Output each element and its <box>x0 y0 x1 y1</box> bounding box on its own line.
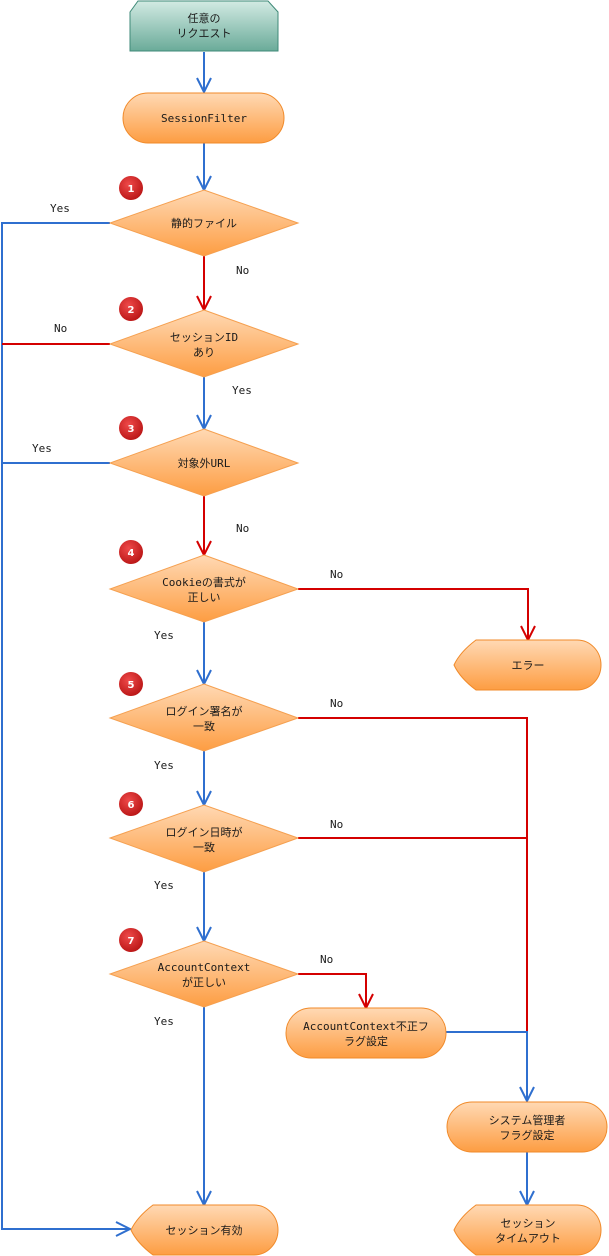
node-error: エラー <box>453 639 602 691</box>
label-d7-yes: Yes <box>154 1015 174 1028</box>
label-d1-yes: Yes <box>50 202 70 215</box>
step-badge-6-number: 6 <box>128 800 135 811</box>
label-d4-no: No <box>330 568 343 581</box>
step-badge-6 <box>119 792 143 816</box>
decision-1: 静的ファイル 1 <box>108 176 300 257</box>
node-account-context-flag: AccountContext不正フ ラグ設定 <box>285 1007 447 1059</box>
edge-d1-yes <box>1 222 130 1230</box>
node-session-valid: セッション有効 <box>130 1204 279 1256</box>
label-d6-yes: Yes <box>154 879 174 892</box>
decision-4-line-2: 正しい <box>188 591 221 604</box>
label-d2-no: No <box>54 322 67 335</box>
node-admin-flag: システム管理者 フラグ設定 <box>446 1101 608 1153</box>
decision-1-label: 静的ファイル <box>171 216 237 230</box>
node-session-valid-label: セッション有効 <box>166 1223 243 1237</box>
decision-6-line-2: 一致 <box>193 840 215 854</box>
node-admin-flag-line-2: フラグ設定 <box>500 1128 555 1142</box>
node-session-filter-label: SessionFilter <box>161 112 247 125</box>
node-account-context-flag-line-1: AccountContext不正フ <box>303 1020 429 1033</box>
decision-4-line-1: Cookieの書式が <box>162 575 246 589</box>
step-badge-7 <box>119 928 143 952</box>
decision-6-line-1: ログイン日時が <box>166 825 243 839</box>
step-badge-1-number: 1 <box>128 184 135 195</box>
node-start: 任意の リクエスト <box>129 0 279 52</box>
node-session-filter: SessionFilter <box>122 92 285 144</box>
decision-7-line-1: AccountContext <box>158 961 251 974</box>
decision-3: 対象外URL 3 <box>108 416 300 497</box>
edge-acflag-to-admin <box>446 1031 528 1101</box>
decision-3-label: 対象外URL <box>178 456 231 470</box>
step-badge-4 <box>119 540 143 564</box>
step-badge-1 <box>119 176 143 200</box>
decision-2: セッションID あり 2 <box>108 297 300 378</box>
step-badge-3 <box>119 416 143 440</box>
decision-6: ログイン日時が 一致 6 <box>108 792 300 873</box>
arrowhead <box>519 1086 535 1104</box>
node-session-timeout-line-2: タイムアウト <box>495 1232 561 1245</box>
decision-7-line-2: が正しい <box>182 975 226 989</box>
decision-2-line-1: セッションID <box>170 331 238 344</box>
label-d4-yes: Yes <box>154 629 174 642</box>
step-badge-5-number: 5 <box>128 680 135 691</box>
edge-d4-no <box>298 588 529 640</box>
step-badge-7-number: 7 <box>128 936 135 947</box>
arrowhead <box>115 1221 133 1237</box>
node-admin-flag-line-1: システム管理者 <box>489 1113 566 1127</box>
node-session-timeout: セッション タイムアウト <box>453 1204 602 1256</box>
edge-d5-no <box>298 717 528 1032</box>
step-badge-5 <box>119 672 143 696</box>
edge-d7-no <box>298 973 367 1008</box>
decision-7: AccountContext が正しい 7 <box>108 928 300 1008</box>
decision-4: Cookieの書式が 正しい 4 <box>108 540 300 623</box>
edge-labels: Yes No No Yes Yes No No Yes No Yes No Ye… <box>32 202 343 1028</box>
label-d3-no: No <box>236 522 249 535</box>
step-badge-2 <box>119 297 143 321</box>
step-badge-4-number: 4 <box>128 548 135 559</box>
label-d6-no: No <box>330 818 343 831</box>
label-d7-no: No <box>320 953 333 966</box>
node-session-timeout-line-1: セッション <box>501 1217 556 1230</box>
step-badge-3-number: 3 <box>128 424 135 435</box>
label-d2-yes: Yes <box>232 384 252 397</box>
decision-5: ログイン署名が 一致 5 <box>108 672 300 752</box>
label-d3-yes: Yes <box>32 442 52 455</box>
node-error-label: エラー <box>512 659 545 672</box>
label-d5-no: No <box>330 697 343 710</box>
label-d1-no: No <box>236 264 249 277</box>
node-account-context-flag-line-2: ラグ設定 <box>344 1034 388 1048</box>
arrowhead <box>196 77 212 95</box>
decision-5-line-2: 一致 <box>193 719 215 733</box>
decision-2-line-2: あり <box>193 346 215 359</box>
label-d5-yes: Yes <box>154 759 174 772</box>
decision-5-line-1: ログイン署名が <box>166 704 243 718</box>
node-start-line-2: リクエスト <box>177 27 232 40</box>
node-start-line-1: 任意の <box>188 11 221 25</box>
step-badge-2-number: 2 <box>128 305 135 316</box>
